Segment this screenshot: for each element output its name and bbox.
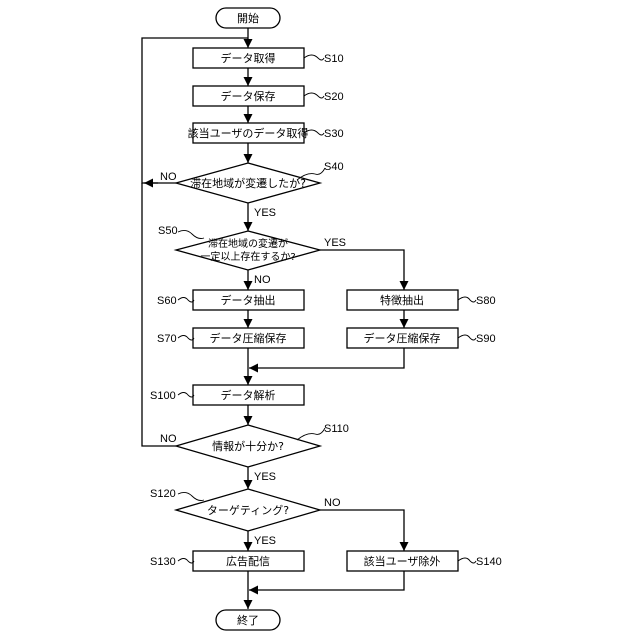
process-s140: 該当ユーザ除外 [347,551,458,571]
leader-s130 [178,559,194,564]
process-s130: 広告配信 [193,551,304,571]
step-label-s130: S130 [150,556,176,568]
process-s100: データ解析 [193,385,304,405]
end-terminal: 終了 [216,610,280,630]
step-label-s120: S120 [150,488,176,500]
start-label: 開始 [237,11,259,25]
branch-s50-no: NO [254,274,271,286]
arrow-s120-no [320,510,404,551]
process-s80-label: 特徴抽出 [380,293,424,307]
decision-s120-label: ターゲティング? [207,503,289,517]
process-s140-label: 該当ユーザ除外 [364,554,441,568]
arrow-s140-merge [249,571,404,590]
process-s130-label: 広告配信 [226,555,270,568]
step-label-s110: S110 [324,423,349,435]
loop-s110-no [142,183,176,446]
decision-s110-label: 情報が十分か? [212,439,284,453]
process-s10: データ取得 [193,48,304,68]
step-label-s90: S90 [476,333,496,345]
step-label-s40: S40 [324,161,344,173]
start-terminal: 開始 [216,8,280,28]
leader-s100 [178,393,194,398]
decision-s50-label-line1: 滞在地域の変遷が [208,237,288,250]
process-s70-label: データ圧縮保存 [210,331,287,345]
step-label-s140: S140 [476,556,502,568]
branch-s40-yes: YES [254,207,276,219]
leader-s10 [304,55,324,60]
process-s80: 特徴抽出 [347,290,458,310]
leader-s120 [178,492,204,500]
process-s20-label: データ保存 [221,89,276,103]
leader-s60 [178,298,194,303]
decision-s40-label: 滞在地域が変遷したか? [190,176,306,190]
leader-s80 [458,297,476,302]
end-label: 終了 [237,613,259,627]
decision-s40: 滞在地域が変遷したか? [176,163,320,203]
branch-s120-no: NO [324,497,341,509]
arrow-s50-yes [320,250,404,290]
step-label-s10: S10 [324,53,344,65]
process-s90: データ圧縮保存 [347,328,458,348]
branch-s110-no: NO [160,433,177,445]
step-label-s30: S30 [324,128,344,140]
leader-s20 [304,93,324,98]
process-s60-label: データ抽出 [221,293,276,307]
step-label-s80: S80 [476,295,496,307]
process-s30: 該当ユーザのデータ取得 [188,123,309,143]
leader-s50 [178,230,204,238]
process-s30-label: 該当ユーザのデータ取得 [188,126,309,140]
leader-s90 [458,335,476,340]
branch-s110-yes: YES [254,471,276,483]
leader-s110 [297,428,325,440]
process-s10-label: データ取得 [221,51,276,65]
step-label-s100: S100 [150,390,176,402]
step-label-s20: S20 [324,91,344,103]
branch-s120-yes: YES [254,535,276,547]
leader-s140 [458,558,476,563]
arrow-s90-merge [249,348,404,368]
process-s70: データ圧縮保存 [193,328,304,348]
branch-s50-yes: YES [324,237,346,249]
decision-s120: ターゲティング? [176,489,320,531]
branch-s40-no: NO [160,171,177,183]
decision-s50-label-line2: 一定以上存在するか? [200,250,295,263]
step-label-s50: S50 [158,225,178,237]
process-s90-label: データ圧縮保存 [364,331,441,345]
decision-s50: 滞在地域の変遷が 一定以上存在するか? [176,231,320,270]
step-label-s70: S70 [157,333,177,345]
process-s60: データ抽出 [193,290,304,310]
process-s100-label: データ解析 [221,388,276,402]
process-s20: データ保存 [193,86,304,106]
step-label-s60: S60 [157,295,177,307]
leader-s70 [178,336,194,341]
decision-s110: 情報が十分か? [176,425,320,467]
